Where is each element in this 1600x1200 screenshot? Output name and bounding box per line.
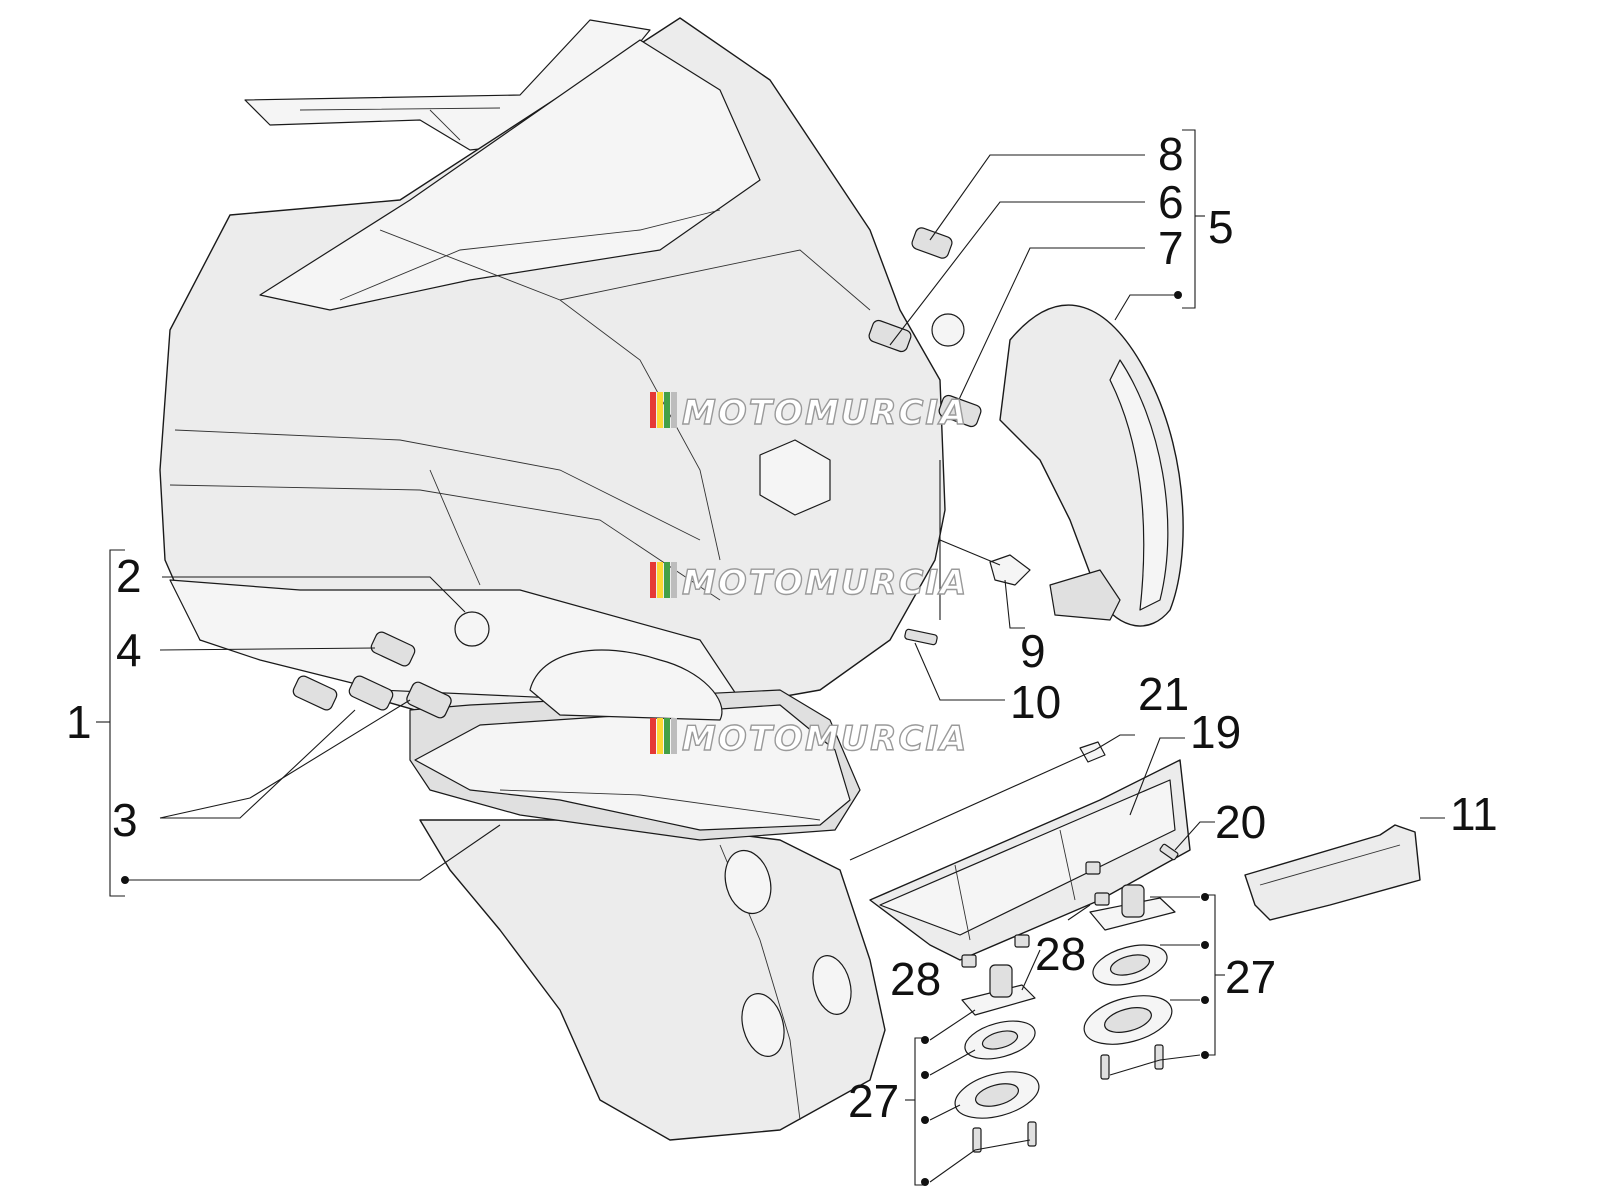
plate-lights xyxy=(954,861,1176,1153)
bulb-sockets-left xyxy=(292,631,452,719)
callout-28-right: 28 xyxy=(1035,928,1086,980)
reflector-item-11 xyxy=(1244,824,1421,921)
watermark-text: MOTOMURCIA xyxy=(682,719,968,759)
callout-2: 2 xyxy=(116,550,142,602)
callout-28-left: 28 xyxy=(890,953,941,1005)
callout-6: 6 xyxy=(1158,176,1184,228)
callout-7: 7 xyxy=(1158,222,1184,274)
bulb-item-2 xyxy=(454,611,490,647)
callout-10: 10 xyxy=(1010,676,1061,728)
callout-20: 20 xyxy=(1215,796,1266,848)
callout-9: 9 xyxy=(1020,625,1046,677)
watermark-text: MOTOMURCIA xyxy=(682,393,968,433)
screw-item-10 xyxy=(904,628,938,646)
callout-5: 5 xyxy=(1208,201,1234,253)
callout-27-right: 27 xyxy=(1225,951,1276,1003)
callout-1: 1 xyxy=(66,696,92,748)
watermark-text: MOTOMURCIA xyxy=(682,563,968,603)
callout-3: 3 xyxy=(112,794,138,846)
callout-11: 11 xyxy=(1450,788,1498,840)
screw-item-20 xyxy=(1159,843,1179,861)
callout-21: 21 xyxy=(1138,668,1189,720)
watermark-3: MOTOMURCIA xyxy=(650,718,968,760)
watermark-1: MOTOMURCIA xyxy=(650,392,968,434)
callout-labels: 1 2 4 3 8 6 7 5 9 10 21 19 20 11 28 28 2… xyxy=(66,128,1498,1127)
callout-4: 4 xyxy=(116,624,142,676)
right-tail-light xyxy=(868,227,1184,646)
watermark-2: MOTOMURCIA xyxy=(650,562,968,604)
callout-8: 8 xyxy=(1158,128,1184,180)
left-tail-light xyxy=(292,611,861,841)
clip-nut-item-9 xyxy=(989,554,1031,586)
leader-lines xyxy=(96,129,1445,1186)
callout-19: 19 xyxy=(1190,706,1241,758)
bulb-sockets-right xyxy=(868,227,982,428)
license-plate-holder xyxy=(869,741,1191,961)
clip-item-21 xyxy=(1079,741,1106,763)
callout-27-left: 27 xyxy=(848,1075,899,1127)
emblem-hexagon xyxy=(759,439,831,516)
rear-body-cowl xyxy=(159,17,946,741)
rear-mudguard xyxy=(419,819,886,1141)
